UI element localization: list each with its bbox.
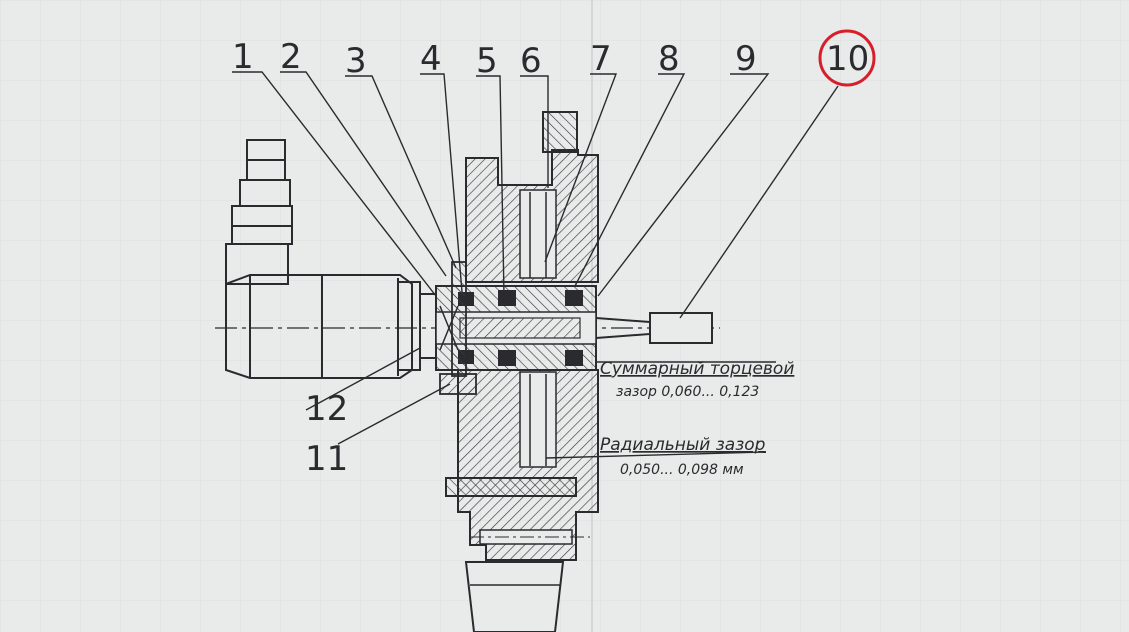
label-4: 4 <box>420 39 442 79</box>
tolerance-notes: Суммарный торцевой зазор 0,060... 0,123 … <box>600 359 794 478</box>
leader-lines <box>232 71 839 459</box>
label-8: 8 <box>658 39 680 79</box>
label-12: 12 <box>305 389 348 429</box>
output-shaft <box>595 312 713 344</box>
label-10: 10 <box>826 39 869 79</box>
radial-gap-value: 0,050... 0,098 мм <box>620 462 744 478</box>
pump-housing-section <box>435 111 599 632</box>
label-6: 6 <box>520 41 542 81</box>
label-11: 11 <box>305 439 348 479</box>
face-gap-title: Суммарный торцевой <box>600 359 794 379</box>
label-7: 7 <box>590 39 612 79</box>
face-gap-value: зазор 0,060... 0,123 <box>616 384 759 400</box>
label-2: 2 <box>280 37 302 77</box>
label-9: 9 <box>735 39 757 79</box>
label-1: 1 <box>232 37 254 77</box>
label-3: 3 <box>345 41 367 81</box>
label-5: 5 <box>476 41 498 81</box>
highlight-circle <box>818 29 876 87</box>
part-number-labels: 1 2 3 4 5 6 7 8 9 10 12 11 <box>232 37 869 479</box>
radial-gap-title: Радиальный зазор <box>600 435 766 455</box>
